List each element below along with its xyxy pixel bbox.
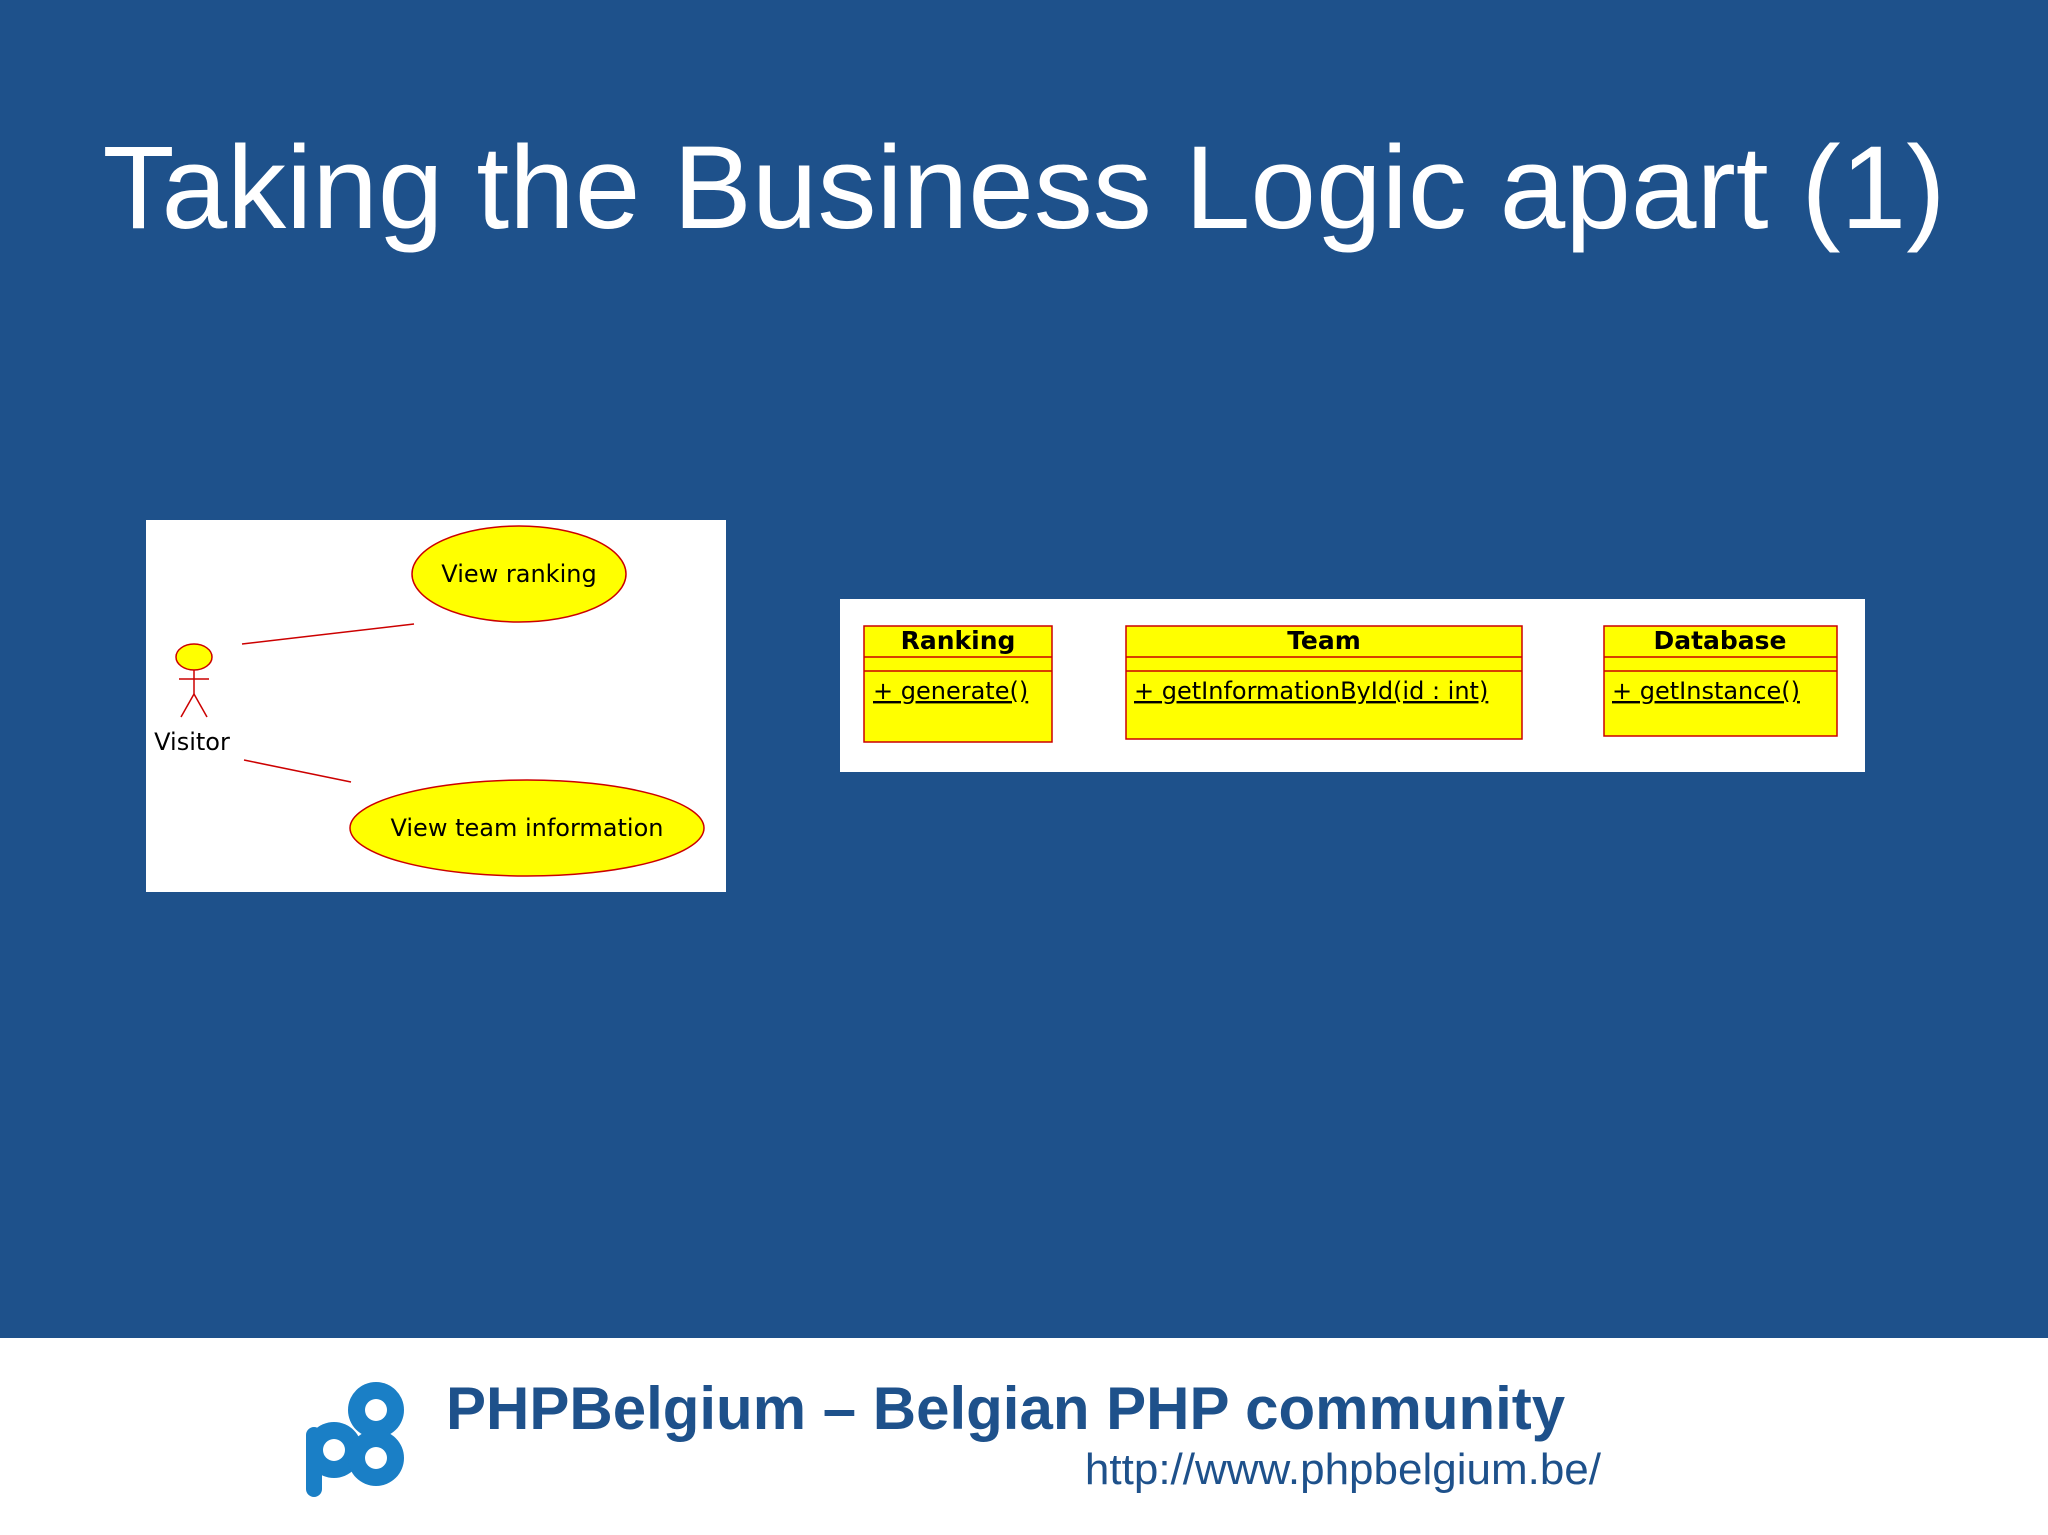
phpbelgium-logo-icon [300, 1372, 410, 1507]
use-case-view-team-information [349, 779, 705, 877]
class-method: + generate() [873, 677, 1028, 705]
class-name: Ranking [901, 626, 1016, 655]
actor-label: Visitor [154, 728, 230, 756]
use-case-label: View ranking [441, 560, 596, 588]
class-method: + getInstance() [1612, 677, 1800, 705]
actor-visitor-icon [175, 643, 213, 718]
use-case-diagram-canvas: Visitor View ranking View team informati… [154, 525, 705, 877]
class-diagram-canvas: Ranking + generate() Team + getInformati… [863, 625, 1838, 743]
class-method: + getInformationById(id : int) [1134, 677, 1488, 705]
use-case-view-ranking [411, 525, 627, 623]
slide-title: Taking the Business Logic apart (1) [102, 122, 1946, 254]
footer-title: PHPBelgium – Belgian PHP community [446, 1375, 1566, 1442]
association-line-ranking [241, 623, 415, 645]
association-line-team-info [243, 759, 352, 783]
class-box-database [1603, 625, 1838, 737]
footer-url[interactable]: http://www.phpbelgium.be/ [1084, 1445, 1601, 1494]
use-case-label: View team information [391, 814, 664, 842]
class-diagram: Ranking + generate() Team + getInformati… [840, 599, 1865, 772]
class-name: Team [1287, 626, 1361, 655]
class-box-ranking [863, 625, 1053, 743]
use-case-diagram: Visitor View ranking View team informati… [146, 520, 726, 892]
class-box-team [1125, 625, 1523, 740]
class-name: Database [1653, 626, 1786, 655]
